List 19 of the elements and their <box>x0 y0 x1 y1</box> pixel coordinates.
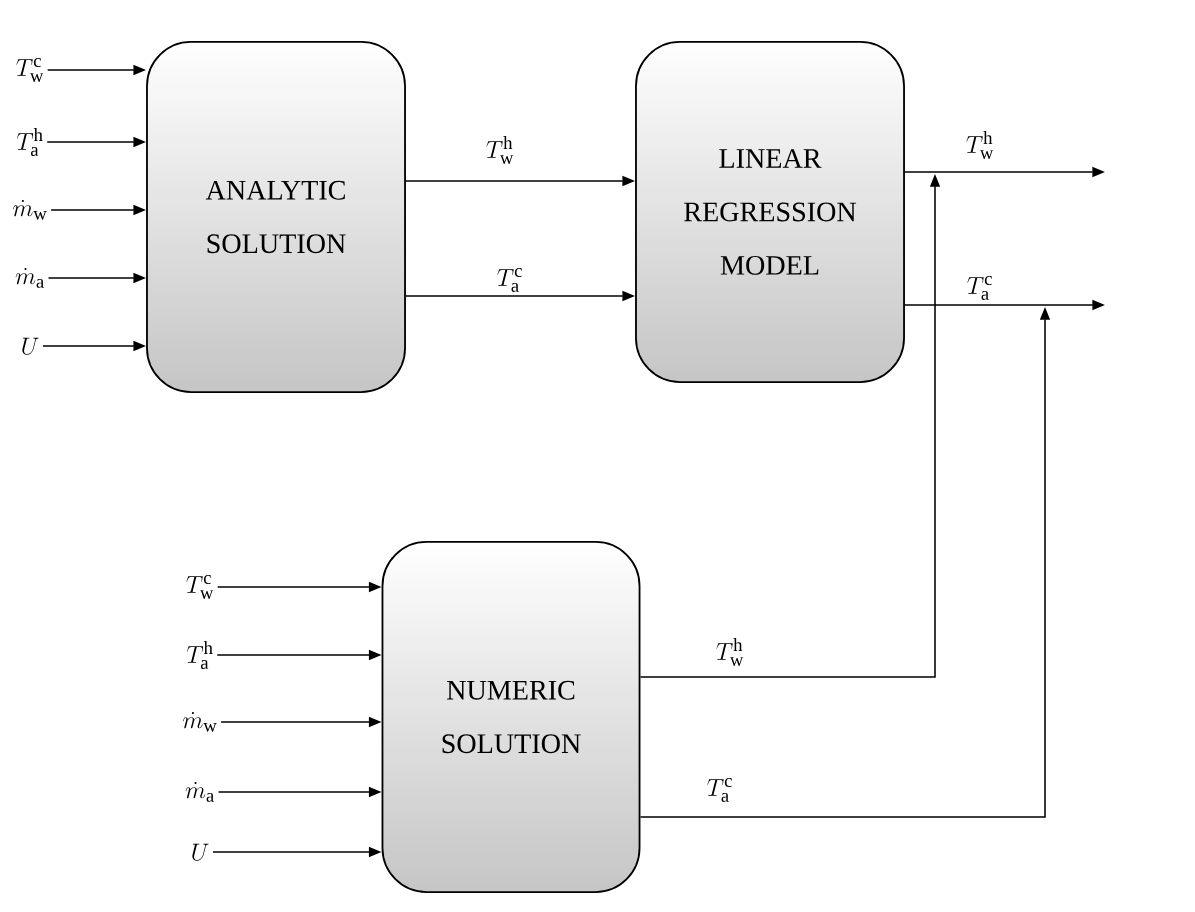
edge-label: $T_{\mathrm{w}}^{\mathrm{h}}$ <box>484 134 516 166</box>
edge-label: $T_{\mathrm{a}}^{\mathrm{c}}$ <box>705 776 735 804</box>
input-label: $\dot{m}_{\mathrm{w}}$ <box>183 712 217 732</box>
input-label: $T_{\mathrm{w}}^{\mathrm{c}}$ <box>16 58 44 82</box>
process-box: ANALYTIC SOLUTION <box>146 41 406 393</box>
input-label: $\dot{m}_{\mathrm{w}}$ <box>13 200 47 220</box>
input-label: $T_{\mathrm{a}}^{\mathrm{h}}$ <box>16 128 43 156</box>
edge-label: $T_{\mathrm{a}}^{\mathrm{c}}$ <box>495 266 525 294</box>
process-box: NUMERIC SOLUTION <box>381 541 641 893</box>
edge-label: $T_{\mathrm{w}}^{\mathrm{h}}$ <box>714 636 746 668</box>
input-label: $U$ <box>22 337 39 355</box>
input-label: $T_{\mathrm{w}}^{\mathrm{c}}$ <box>186 575 214 599</box>
process-box: LINEAR REGRESSION MODEL <box>635 41 905 383</box>
input-label: $\dot{m}_{\mathrm{a}}$ <box>15 268 44 288</box>
input-label: $T_{\mathrm{a}}^{\mathrm{h}}$ <box>186 641 213 669</box>
input-label: $\dot{m}_{\mathrm{a}}$ <box>185 782 214 802</box>
input-label: $U$ <box>192 843 209 861</box>
edge-label: $T_{\mathrm{w}}^{\mathrm{h}}$ <box>964 129 996 161</box>
edge-label: $T_{\mathrm{a}}^{\mathrm{c}}$ <box>965 274 995 302</box>
